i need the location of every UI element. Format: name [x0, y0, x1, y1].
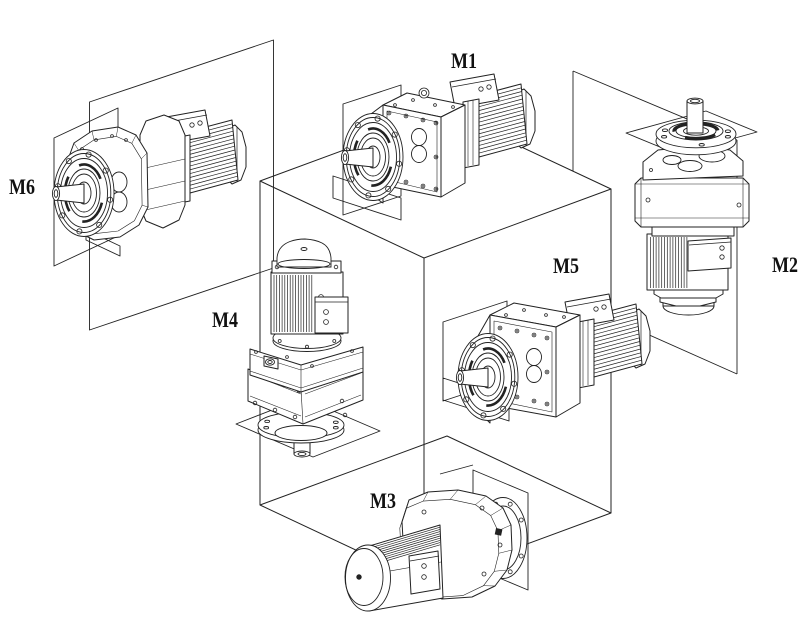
svg-text:M5: M5 — [553, 253, 579, 278]
svg-text:M3: M3 — [370, 488, 396, 513]
svg-text:M4: M4 — [212, 307, 238, 332]
svg-text:M6: M6 — [9, 174, 35, 199]
svg-text:M1: M1 — [451, 48, 477, 73]
svg-text:M2: M2 — [772, 252, 798, 277]
